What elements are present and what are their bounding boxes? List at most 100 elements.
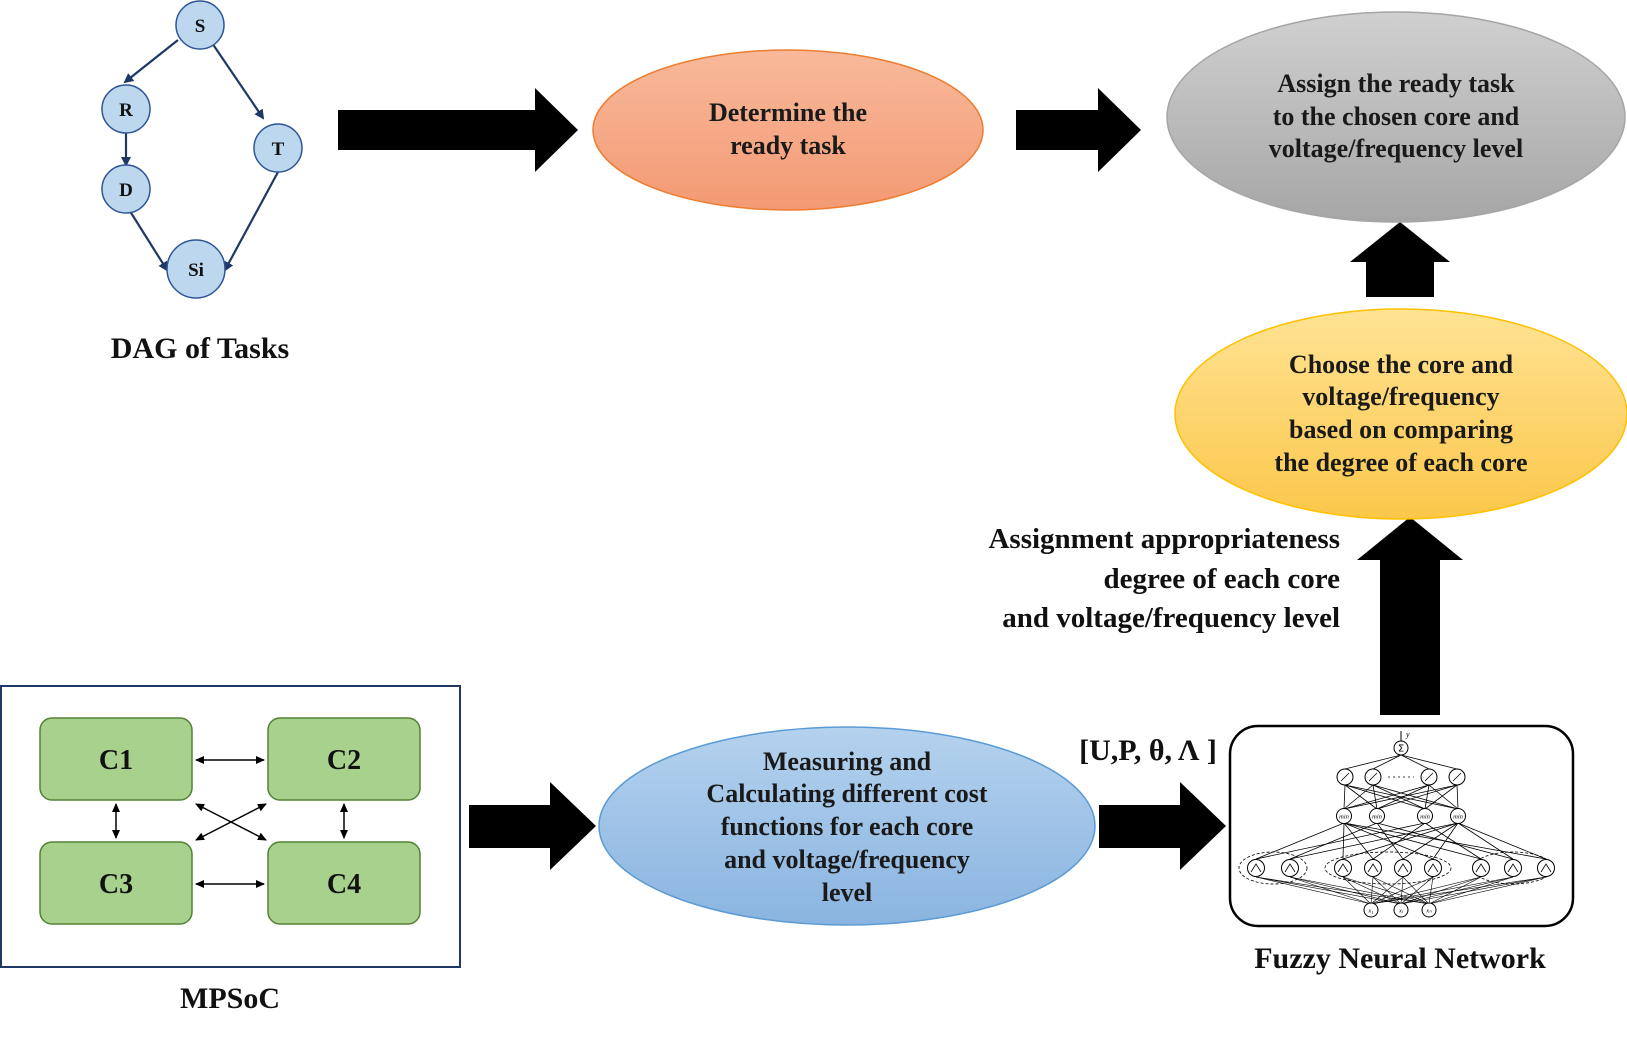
dag-node-t-label: T <box>272 139 285 160</box>
fnn-min-label: min <box>1453 814 1463 821</box>
arrow-dag-to-determine <box>338 88 578 172</box>
fnn-min-label: min <box>1420 814 1430 821</box>
fnn-edge <box>1289 876 1372 905</box>
fnn-min-node <box>1336 808 1352 824</box>
fnn-input-node <box>1393 902 1409 918</box>
core-c2-label: C2 <box>327 745 361 776</box>
core-c3-label: C3 <box>99 869 133 900</box>
fnn-input-node <box>1421 902 1437 918</box>
fnn-edge <box>1370 876 1482 905</box>
dag-node-t <box>253 123 303 173</box>
dag-graph: S R T D Si <box>101 0 303 299</box>
fnn-edge <box>1342 822 1459 860</box>
dag-node-si <box>166 239 226 299</box>
fnn-sum-symbol: Σ <box>1398 744 1404 755</box>
fnn-group-ellipse <box>1238 851 1308 885</box>
step-measure-text: Measuring and Calculating different cost… <box>706 746 988 907</box>
core-c2 <box>267 717 421 801</box>
step-assign-ellipse <box>1166 11 1626 223</box>
fnn-membership-node <box>1394 859 1412 877</box>
fnn-output-symbol: y <box>1405 730 1410 739</box>
fnn-edge <box>1372 784 1459 810</box>
fnn-edge <box>1344 784 1378 810</box>
fnn-membership-node <box>1424 859 1442 877</box>
fnn-edge <box>1372 784 1378 810</box>
fnn-edge <box>1343 784 1374 810</box>
fnn-edge <box>1289 876 1430 905</box>
fnn-membership-node <box>1504 859 1522 877</box>
dag-node-r-label: R <box>119 100 133 121</box>
arrow-determine-to-assign <box>1016 88 1141 172</box>
fnn-edge <box>1428 876 1482 905</box>
fnn-norm-slash <box>1424 772 1434 782</box>
dag-caption: DAG of Tasks <box>110 332 290 365</box>
arrow-mpsoc-to-measure <box>469 782 596 870</box>
fnn-edge <box>1255 876 1372 905</box>
link-c2-c3 <box>195 803 267 841</box>
fnn-edge <box>1343 784 1430 810</box>
dag-edge-s-r <box>123 39 179 84</box>
fnn-membership-shape <box>1284 863 1296 873</box>
dag-node-s-label: S <box>195 16 206 37</box>
fnn-membership-shape <box>1367 863 1379 873</box>
mpsoc-block: C1 C2 C3 C4 <box>0 685 461 968</box>
fnn-membership-shape <box>1337 863 1349 873</box>
fnn-inputs-label: [U,P, θ, Λ ] <box>1079 734 1217 767</box>
fnn-membership-shape <box>1397 863 1409 873</box>
core-c4 <box>267 841 421 925</box>
fnn-edge <box>1255 876 1402 905</box>
fnn-edge <box>1289 822 1378 860</box>
fnn-membership-shape <box>1540 863 1552 873</box>
fnn-caption: Fuzzy Neural Network <box>1254 942 1546 975</box>
arrow-choose-to-assign <box>1350 222 1450 297</box>
fnn-input-label: xⱼ <box>1398 908 1404 915</box>
fnn-min-node <box>1369 808 1385 824</box>
fnn-edge <box>1424 784 1430 810</box>
fnn-membership-node <box>1281 859 1299 877</box>
fnn-edge <box>1376 784 1458 810</box>
dag-edge-d-si <box>127 207 169 272</box>
fnn-edge <box>1400 754 1458 770</box>
fnn-membership-shape <box>1475 863 1487 873</box>
arrow-measure-to-fnn <box>1099 782 1226 870</box>
fnn-edge <box>1428 876 1514 905</box>
fnn-edge <box>1289 822 1459 860</box>
dag-edge-t-si <box>224 171 279 272</box>
fnn-edge <box>1342 822 1345 860</box>
core-c3 <box>39 841 193 925</box>
fnn-membership-shape <box>1507 863 1519 873</box>
fnn-input-node <box>1363 902 1379 918</box>
fnn-edge <box>1343 784 1346 810</box>
fnn-membership-node <box>1472 859 1490 877</box>
fnn-edge <box>1456 784 1459 810</box>
fnn-edge <box>1376 822 1404 860</box>
step-determine-text: Determine the ready task <box>708 98 868 160</box>
fnn-edge <box>1428 784 1459 810</box>
fnn-edge <box>1400 754 1430 770</box>
fnn-edge <box>1343 822 1547 860</box>
fnn-norm-slash <box>1368 772 1378 782</box>
fnn-edge <box>1457 822 1547 860</box>
fnn-edge <box>1255 822 1345 860</box>
dag-node-s <box>175 0 225 50</box>
fnn-edge <box>1428 876 1547 905</box>
dag-edge-s-t <box>209 39 265 120</box>
arrow-fnn-to-choose <box>1357 517 1463 715</box>
fnn-edge <box>1424 784 1458 810</box>
dag-node-si-label: Si <box>188 260 204 281</box>
fnn-min-label: min <box>1372 814 1382 821</box>
fnn-edge <box>1370 876 1404 905</box>
fnn-edge <box>1424 822 1482 860</box>
fnn-edge <box>1372 784 1426 810</box>
fnn-edge <box>1344 784 1459 810</box>
fnn-edge <box>1342 876 1372 905</box>
fnn-sum-node <box>1393 740 1409 756</box>
mpsoc-caption: MPSoC <box>180 982 280 1015</box>
fnn-min-node <box>1450 808 1466 824</box>
fnn-norm-slash <box>1452 772 1462 782</box>
step-choose-ellipse <box>1174 308 1627 520</box>
fnn-min-node <box>1417 808 1433 824</box>
